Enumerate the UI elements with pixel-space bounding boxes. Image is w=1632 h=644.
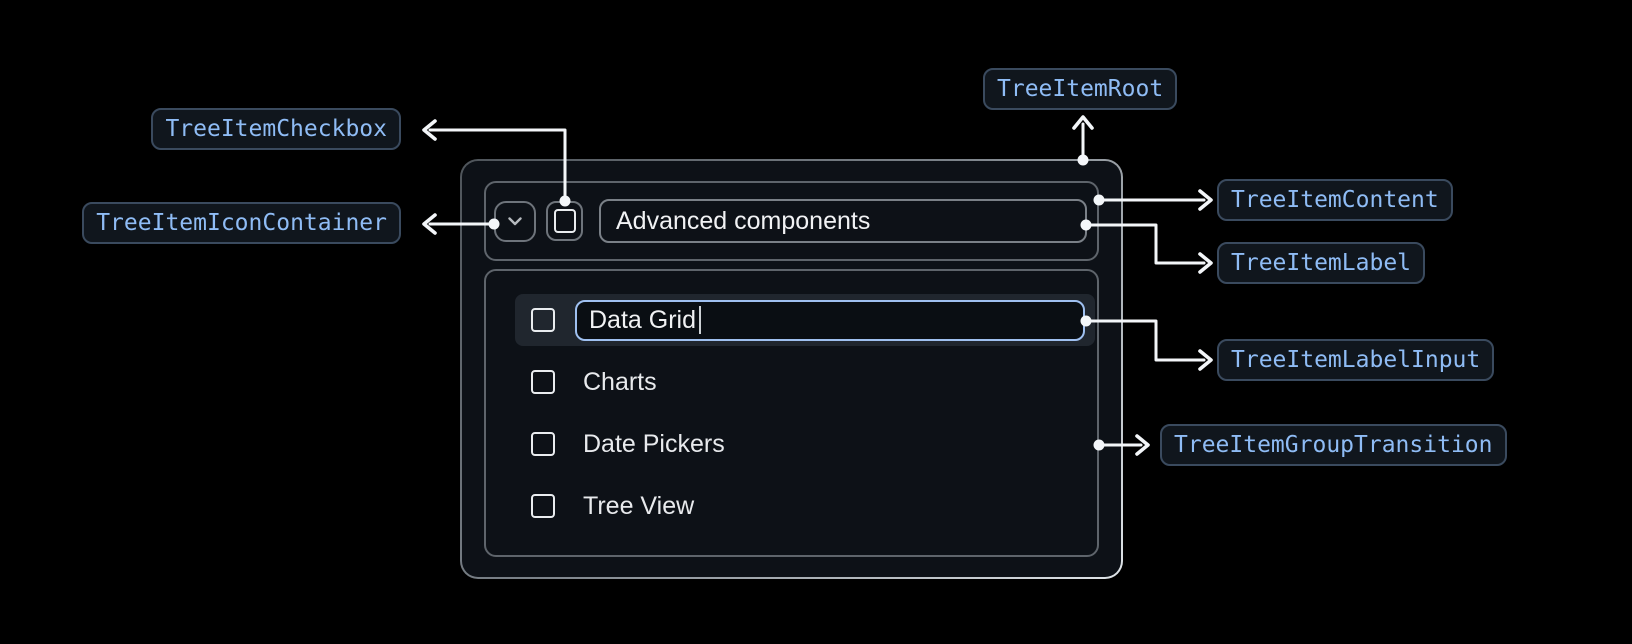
tree-row[interactable]: Tree View	[515, 480, 1095, 532]
text-caret	[698, 306, 701, 334]
tree-item-icon-container[interactable]	[494, 200, 536, 242]
checkbox-unchecked-icon[interactable]	[531, 432, 555, 456]
annotation-tree-item-checkbox: TreeItemCheckbox	[151, 108, 401, 150]
tree-item-root: Advanced components Data Grid Charts Dat…	[460, 159, 1123, 579]
annotation-tree-item-icon-container: TreeItemIconContainer	[82, 202, 401, 244]
tree-item-checkbox[interactable]	[546, 201, 583, 241]
chevron-down-icon	[503, 209, 527, 233]
annotation-tree-item-group-transition: TreeItemGroupTransition	[1160, 424, 1507, 466]
tree-row-label: Tree View	[583, 491, 695, 520]
checkbox-unchecked-icon[interactable]	[531, 308, 555, 332]
tree-item-label-input[interactable]: Data Grid	[575, 299, 1085, 341]
annotation-tree-item-label: TreeItemLabel	[1217, 242, 1426, 284]
checkbox-unchecked-icon	[553, 209, 576, 233]
annotation-tree-item-label-input: TreeItemLabelInput	[1217, 339, 1495, 381]
tree-row-label: Date Pickers	[583, 429, 725, 458]
tree-item-content[interactable]: Advanced components	[484, 181, 1099, 261]
tree-row[interactable]: Date Pickers	[515, 418, 1095, 470]
annotation-tree-item-content: TreeItemContent	[1217, 179, 1453, 221]
tree-row-editing[interactable]: Data Grid	[515, 294, 1095, 346]
tree-row[interactable]: Charts	[515, 356, 1095, 408]
label-input-value: Data Grid	[589, 305, 696, 334]
checkbox-unchecked-icon[interactable]	[531, 370, 555, 394]
tree-item-label-text: Advanced components	[616, 206, 871, 235]
tree-item-group-transition: Data Grid Charts Date Pickers Tree View	[484, 269, 1099, 557]
tree-item-root-surface: Advanced components Data Grid Charts Dat…	[462, 161, 1121, 577]
annotation-tree-item-root: TreeItemRoot	[983, 68, 1178, 110]
tree-row-label: Charts	[583, 367, 657, 396]
checkbox-unchecked-icon[interactable]	[531, 494, 555, 518]
tree-item-label[interactable]: Advanced components	[599, 199, 1087, 243]
